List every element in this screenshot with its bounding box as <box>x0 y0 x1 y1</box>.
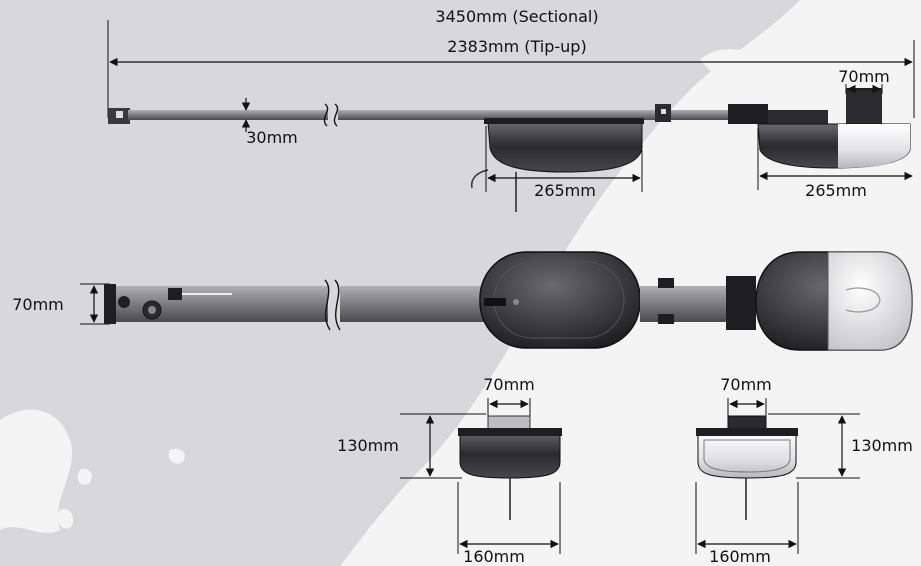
length-sectional-label: 3450mm (Sectional) <box>435 7 598 26</box>
back-cover-housing <box>697 429 797 479</box>
motor-housing-lid <box>484 118 644 124</box>
back-view: 70mm 130mm 160mm <box>695 375 913 566</box>
back-height-label: 130mm <box>851 436 913 455</box>
rail-clip-top-lower <box>658 314 674 324</box>
rail-clip-top-upper <box>658 278 674 288</box>
top-block-width-label: 70mm <box>838 67 890 86</box>
rail-end-bracket-top <box>104 284 116 324</box>
front-housing-lid <box>458 428 562 436</box>
cover-width-label: 265mm <box>805 181 867 200</box>
side-view: 3450mm (Sectional) 2383mm (Tip-up) 30mm … <box>107 7 915 212</box>
rail-section-left <box>128 110 328 120</box>
bracket-hole <box>116 111 123 118</box>
rail-break-mark-right <box>333 103 339 127</box>
front-mount-plate <box>487 415 531 431</box>
rail-top-right <box>340 286 490 322</box>
front-height-label: 130mm <box>337 436 399 455</box>
back-mount-plate <box>727 415 767 431</box>
cover-top-block <box>846 88 882 124</box>
motor-screw <box>513 299 519 305</box>
motor-width-label: 265mm <box>534 181 596 200</box>
motor-release-handle <box>484 298 506 306</box>
front-width-label: 160mm <box>463 547 525 566</box>
rail-clip-hole <box>661 109 666 114</box>
carriage-block <box>168 288 182 300</box>
back-lens-rim <box>703 439 791 473</box>
back-top-width-label: 70mm <box>720 375 772 394</box>
lens-highlight <box>845 287 881 313</box>
rail-width-label: 70mm <box>12 295 64 314</box>
top-view: 70mm <box>12 251 913 351</box>
drive-coupling-side <box>728 104 768 124</box>
pulley-small <box>118 296 130 308</box>
length-tipup-label: 2383mm (Tip-up) <box>447 37 586 56</box>
drive-coupling-top <box>726 276 756 330</box>
cover-light-lens-side <box>838 124 910 168</box>
drive-shaft-side <box>768 110 828 124</box>
back-housing-lid <box>696 428 798 436</box>
front-view: 70mm 130mm 160mm <box>337 375 562 566</box>
rail-height-label: 30mm <box>246 128 298 147</box>
back-width-label: 160mm <box>709 547 771 566</box>
rail-break-mark-left <box>323 103 329 127</box>
rail-break-top-left <box>324 279 331 331</box>
front-top-width-label: 70mm <box>483 375 535 394</box>
rail-section-right <box>338 110 738 120</box>
front-motor-housing <box>459 429 561 479</box>
motor-housing-side <box>487 121 643 173</box>
cover-light-lens-top <box>827 251 913 351</box>
pulley-hub <box>148 306 156 314</box>
rail-break-top-right <box>334 279 341 331</box>
rail-top-drive <box>640 286 728 322</box>
